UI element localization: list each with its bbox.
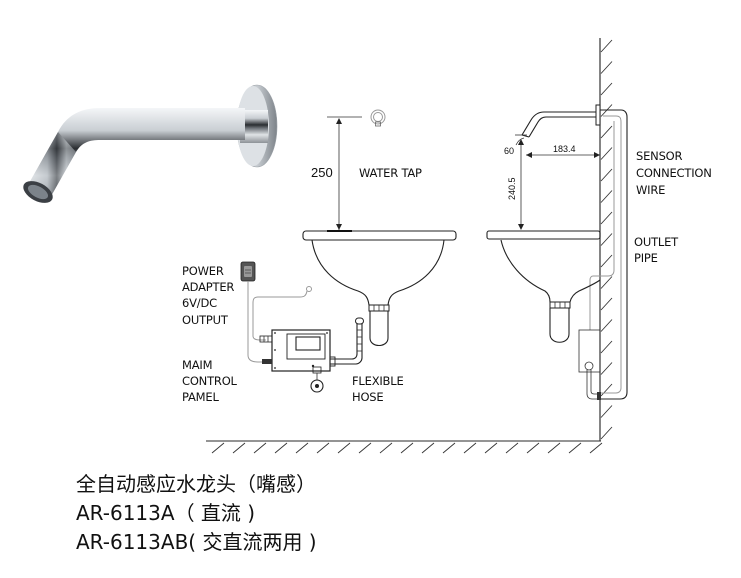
floor-hatch-mark xyxy=(232,442,246,454)
caption-model-dc: AR-6113A（ 直流 ) xyxy=(76,501,256,525)
wall-hatch-mark xyxy=(600,297,613,311)
wall-hatch-mark xyxy=(600,147,613,160)
height-dimension-250: 250 xyxy=(311,165,333,180)
caption-product-name: 全自动感应水龙头（嘴感） xyxy=(76,472,316,496)
floor-hatch-mark xyxy=(316,442,330,454)
caption-model-acdc: AR-6113AB( 交直流两用 ) xyxy=(76,530,317,554)
control-box-icon xyxy=(259,329,331,393)
reach-dimension-183-4: 183.4 xyxy=(553,144,576,154)
wall-hatch-mark xyxy=(600,254,613,268)
front-view: 250 WATER TAP xyxy=(182,109,457,404)
floor-hatch-mark xyxy=(526,442,540,454)
power-adapter-icon xyxy=(240,261,256,282)
outlet-pipe-label: OUTLET PIPE xyxy=(634,235,681,265)
wall-hatch-mark xyxy=(600,362,613,375)
wall-hatch-mark xyxy=(600,383,613,397)
floor-hatch-mark xyxy=(211,442,225,454)
wall-hatch-mark xyxy=(600,233,613,246)
wall-hatch-mark xyxy=(600,405,613,418)
wall-hatch-mark xyxy=(600,125,613,139)
wall-hatch-mark xyxy=(600,211,613,225)
floor-hatch-mark xyxy=(358,442,372,454)
floor-hatch-mark xyxy=(547,442,561,454)
wall-hatch-mark xyxy=(600,82,613,96)
flexible-hose xyxy=(329,317,364,367)
water-tap-label: WATER TAP xyxy=(359,166,422,180)
front-basin xyxy=(302,230,457,347)
floor-hatch-mark xyxy=(568,442,582,454)
sensor-connection-wire-label: SENSOR CONNECTION WIRE xyxy=(636,149,715,197)
floor-hatch-mark xyxy=(484,442,498,454)
wall-hatch-mark xyxy=(600,319,613,332)
wall-hatch-mark xyxy=(600,190,613,203)
floor-hatch-mark xyxy=(589,442,603,454)
height-dimension-240-5: 240.5 xyxy=(507,177,517,200)
power-adapter-label: POWER ADAPTER 6V/DC OUTPUT xyxy=(182,264,238,327)
control-panel-label: MAIM CONTROL PAMEL xyxy=(182,358,240,404)
wall-hatch-mark xyxy=(600,426,613,440)
product-photo-spout xyxy=(23,84,278,203)
floor-hatch-mark xyxy=(421,442,435,454)
wall-hatching xyxy=(599,38,613,441)
floor-hatch-mark xyxy=(505,442,519,454)
angle-dimension-60: 60 xyxy=(504,146,514,156)
wall-hatch-mark xyxy=(600,276,613,289)
floor-hatching xyxy=(206,440,603,454)
wall-hatch-mark xyxy=(600,61,613,74)
floor-hatch-mark xyxy=(253,442,267,454)
floor-hatch-mark xyxy=(337,442,351,454)
floor-hatch-mark xyxy=(295,442,309,454)
floor-hatch-mark xyxy=(400,442,414,454)
floor-hatch-mark xyxy=(379,442,393,454)
side-basin xyxy=(486,230,601,343)
side-view: 60 183.4 240.5 SENSOR CONNECTION WIRE OU… xyxy=(486,104,715,400)
floor-hatch-mark xyxy=(442,442,456,454)
wall-hatch-mark xyxy=(600,39,613,53)
floor-hatch-mark xyxy=(463,442,477,454)
side-spout xyxy=(521,104,601,138)
wall-hatch-mark xyxy=(600,340,613,354)
floor-hatch-mark xyxy=(274,442,288,454)
ring-icon xyxy=(370,109,386,127)
wall-hatch-mark xyxy=(600,168,613,182)
flexible-hose-label: FLEXIBLE HOSE xyxy=(352,374,407,404)
